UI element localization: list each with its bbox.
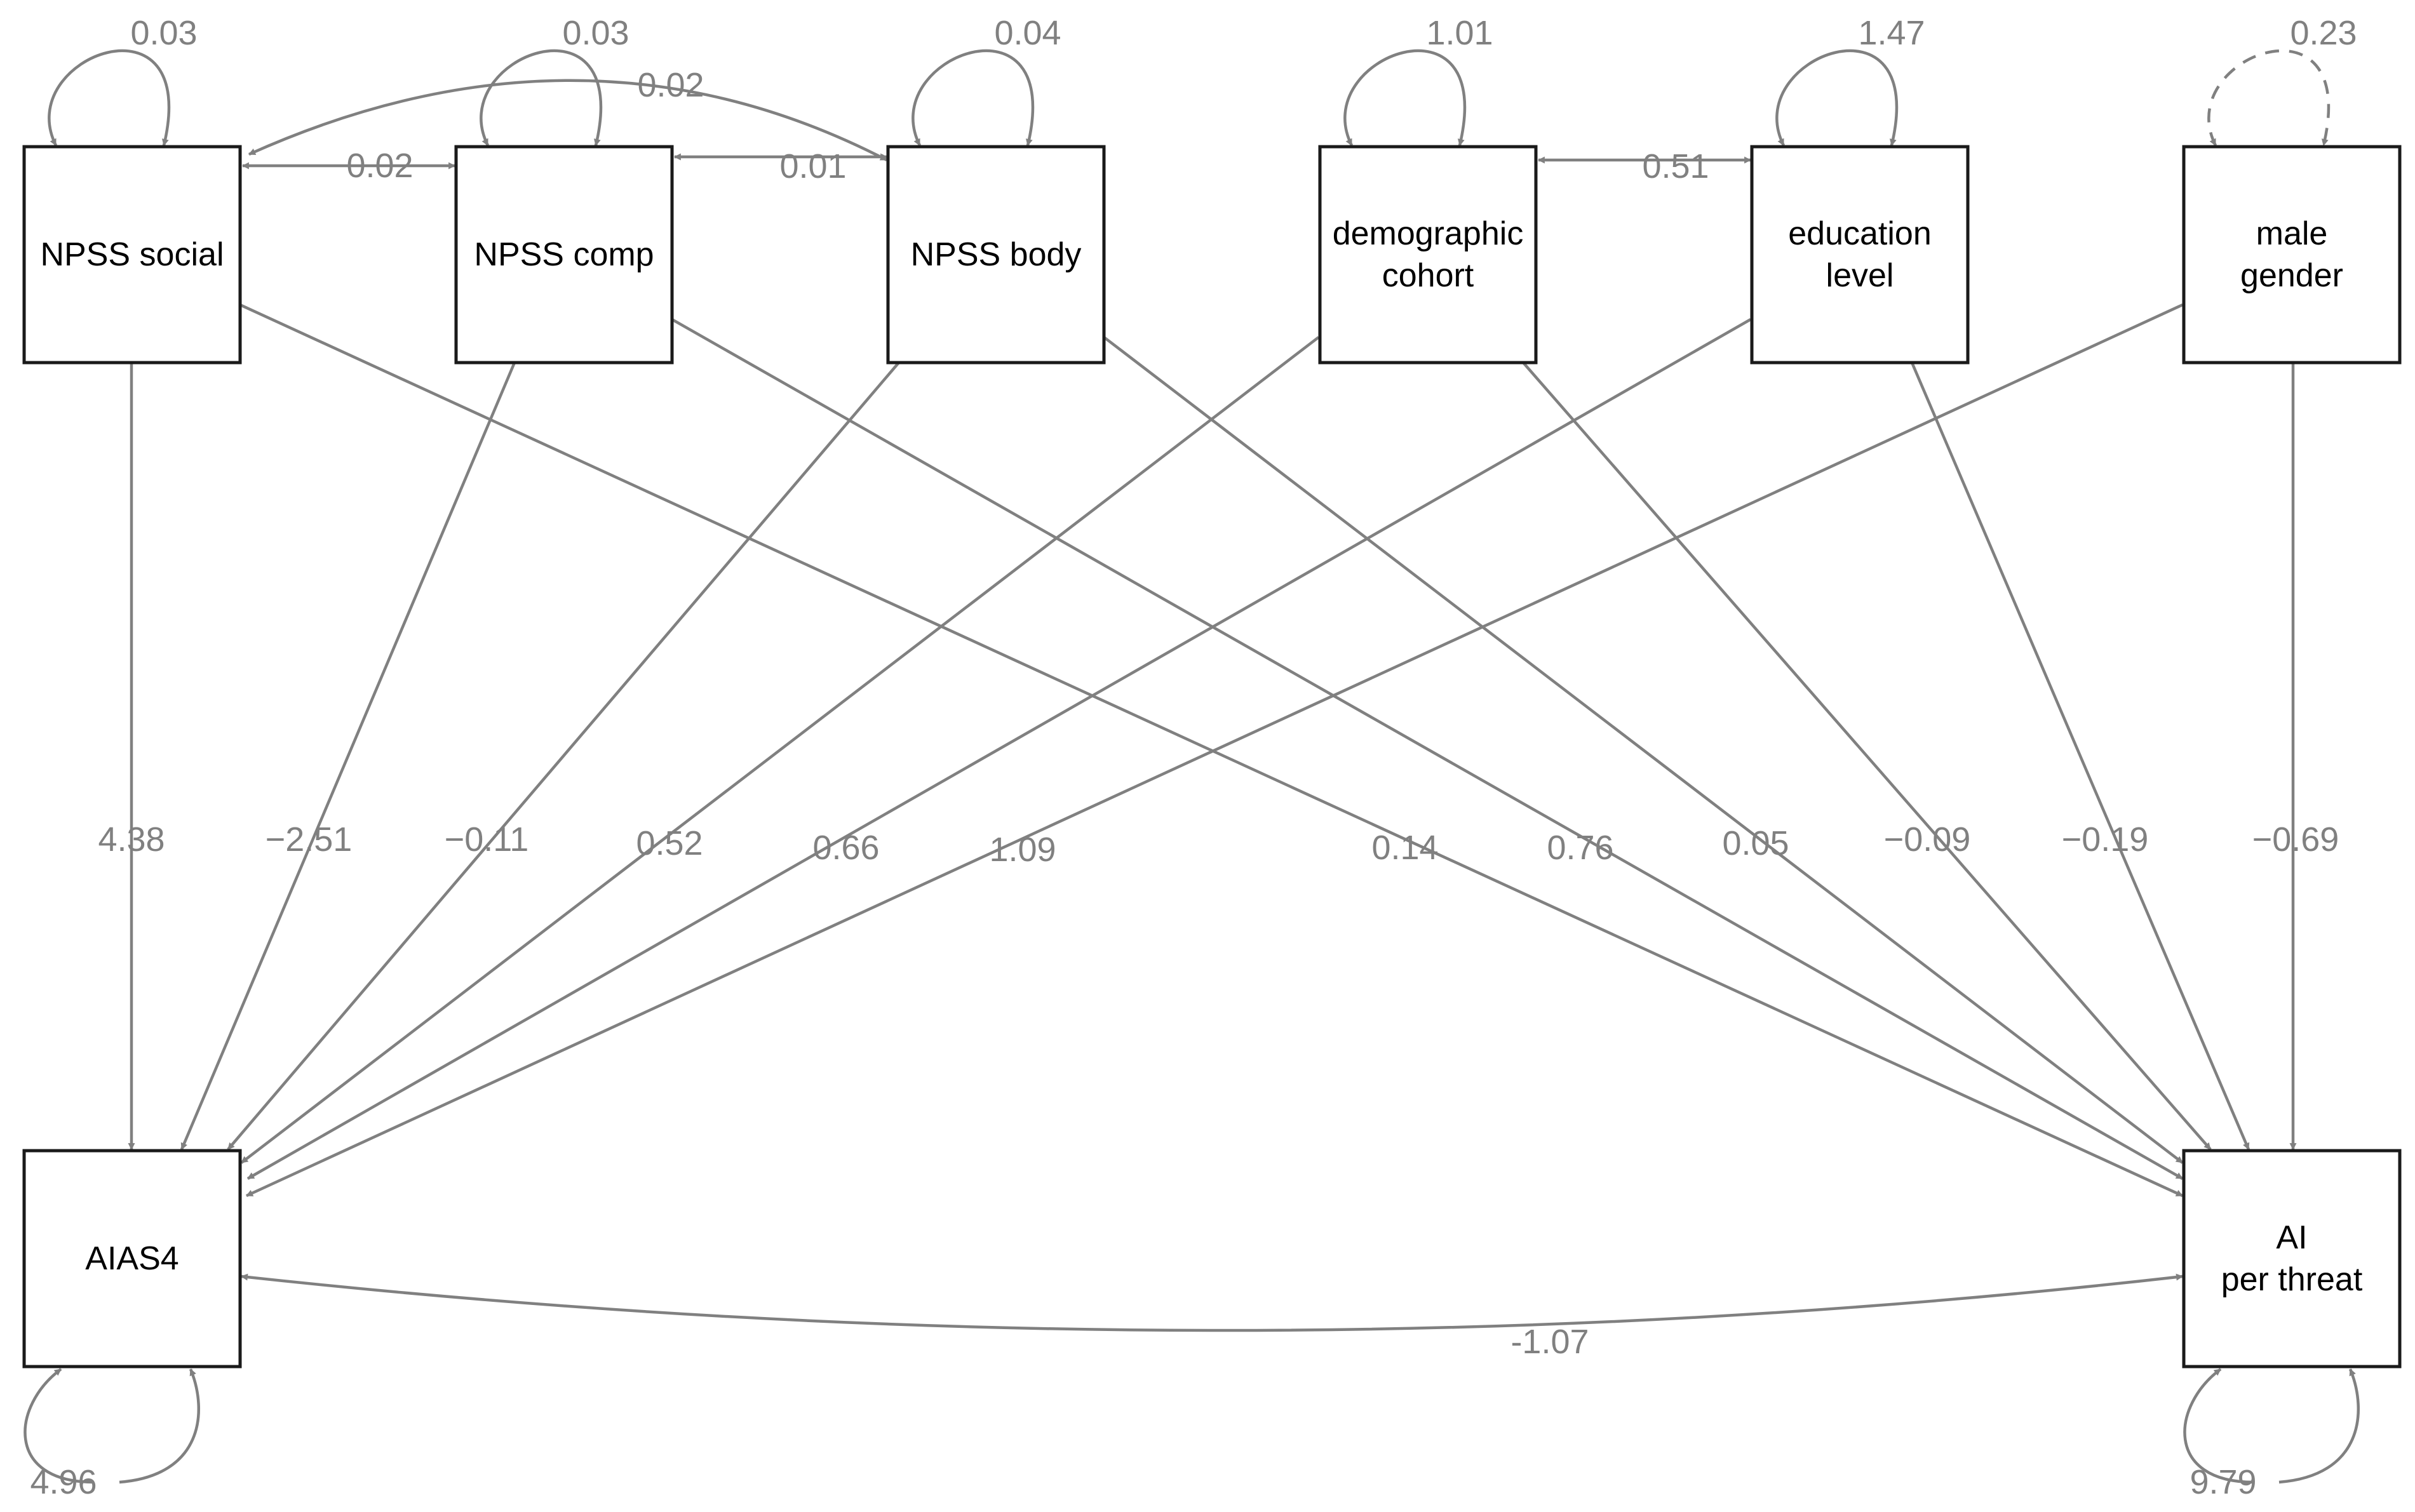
variance-loop-left-arc bbox=[2183, 1368, 2254, 1484]
node-label: NPSS social bbox=[41, 236, 224, 273]
path-coefficient-label: 0.66 bbox=[812, 829, 879, 867]
variance-label: 4.96 bbox=[30, 1463, 97, 1501]
path-coefficient-label: 0.05 bbox=[1722, 824, 1789, 862]
node-box bbox=[2182, 1149, 2402, 1368]
path-coefficient-label: −0.69 bbox=[2252, 820, 2339, 859]
covariance-arrow-aias4-ai-per-threat bbox=[240, 1273, 2184, 1332]
variance-label: 1.47 bbox=[1858, 14, 1925, 52]
path-coefficient-label: 4.38 bbox=[98, 820, 165, 859]
variance-label: 0.04 bbox=[994, 14, 1061, 52]
covariance-arrow-npss-social-npss-body bbox=[248, 79, 888, 161]
node-label: per threat bbox=[2221, 1261, 2363, 1298]
path-arrow-npss-body-to-aias4 bbox=[227, 361, 900, 1151]
covariance-label: 0.01 bbox=[779, 147, 846, 185]
variance-loop-right-arc bbox=[119, 1368, 201, 1484]
node-box bbox=[2182, 145, 2402, 365]
variance-loop-male-gender bbox=[2207, 49, 2331, 147]
path-arrow-npss-social-to-ai-per-threat bbox=[239, 303, 2183, 1198]
path-coefficient-label: −0.09 bbox=[1884, 820, 1971, 859]
path-coefficient-label: −0.19 bbox=[2062, 820, 2149, 859]
variance-loop-left-arc bbox=[24, 1368, 95, 1484]
node-label: AIAS4 bbox=[85, 1240, 178, 1277]
node-label: level bbox=[1826, 257, 1894, 294]
path-arrow-npss-comp-to-aias4 bbox=[180, 362, 516, 1151]
variance-label: 9.79 bbox=[2190, 1463, 2256, 1501]
path-coefficient-label: 0.14 bbox=[1371, 829, 1438, 867]
variance-label: 0.03 bbox=[130, 14, 197, 52]
edge-layer bbox=[24, 49, 2360, 1484]
node-demographic-cohort: demographic cohort bbox=[1318, 145, 1538, 365]
variance-loop-demographic-cohort bbox=[1343, 49, 1467, 147]
node-npss-comp: NPSS comp bbox=[454, 145, 674, 365]
node-npss-social: NPSS social bbox=[22, 145, 242, 365]
node-label: demographic bbox=[1333, 215, 1524, 252]
path-arrow-npss-comp-to-ai-per-threat bbox=[671, 318, 2184, 1180]
node-box bbox=[22, 1149, 242, 1368]
node-label: AI bbox=[2276, 1219, 2307, 1256]
variance-loop-aias4 bbox=[24, 1368, 201, 1484]
variance-loop-npss-comp bbox=[480, 49, 603, 147]
node-male-gender: male gender bbox=[2182, 145, 2402, 365]
node-ai-per-threat: AI per threat bbox=[2182, 1149, 2402, 1368]
covariance-label: 0.02 bbox=[637, 66, 704, 104]
variance-label: 1.01 bbox=[1426, 14, 1493, 52]
variance-loop-education-level bbox=[1775, 49, 1899, 147]
path-arrow-demographic-cohort-to-aias4 bbox=[240, 336, 1320, 1164]
node-label: gender bbox=[2240, 257, 2343, 294]
node-npss-body: NPSS body bbox=[886, 145, 1106, 365]
node-label: cohort bbox=[1382, 257, 1474, 294]
node-box bbox=[1318, 145, 1538, 365]
variance-label: 0.23 bbox=[2290, 14, 2357, 52]
node-box bbox=[454, 145, 674, 365]
path-arrow-education-level-to-ai-per-threat bbox=[1910, 362, 2250, 1151]
node-label: male bbox=[2256, 215, 2328, 252]
variance-loop-npss-social bbox=[48, 49, 171, 147]
label-layer: 4.38 −2.51 −0.11 0.52 0.66 1.09 0.14 0.76 0.05 −0… bbox=[30, 14, 2357, 1501]
variance-loop-ai-per-threat bbox=[2183, 1368, 2360, 1484]
variance-loop-right-arc bbox=[2278, 1368, 2360, 1484]
path-arrow-npss-body-to-ai-per-threat bbox=[1103, 336, 2184, 1164]
node-aias4: AIAS4 bbox=[22, 1149, 242, 1368]
path-coefficient-label: 0.76 bbox=[1547, 829, 1613, 867]
path-arrow-education-level-to-aias4 bbox=[246, 318, 1752, 1180]
path-coefficient-label: 1.09 bbox=[989, 831, 1056, 869]
path-coefficient-label: −0.11 bbox=[445, 820, 529, 859]
node-box bbox=[22, 145, 242, 365]
variance-label: 0.03 bbox=[562, 14, 629, 52]
path-coefficient-label: −2.51 bbox=[266, 820, 353, 859]
node-box bbox=[1750, 145, 1970, 365]
covariance-label: 0.02 bbox=[346, 147, 413, 185]
covariance-label: -1.07 bbox=[1510, 1323, 1589, 1361]
node-label: NPSS comp bbox=[474, 236, 654, 273]
node-layer: NPSS social NPSS comp NPSS body demographic… bbox=[22, 145, 2402, 1368]
node-education-level: education level bbox=[1750, 145, 1970, 365]
variance-loop-npss-body bbox=[912, 49, 1035, 147]
path-arrow-demographic-cohort-to-ai-per-threat bbox=[1522, 361, 2212, 1151]
node-box bbox=[886, 145, 1106, 365]
covariance-label: 0.51 bbox=[1642, 147, 1709, 185]
node-label: NPSS body bbox=[911, 236, 1082, 273]
path-coefficient-label: 0.52 bbox=[636, 824, 703, 862]
node-label: education bbox=[1788, 215, 1932, 252]
